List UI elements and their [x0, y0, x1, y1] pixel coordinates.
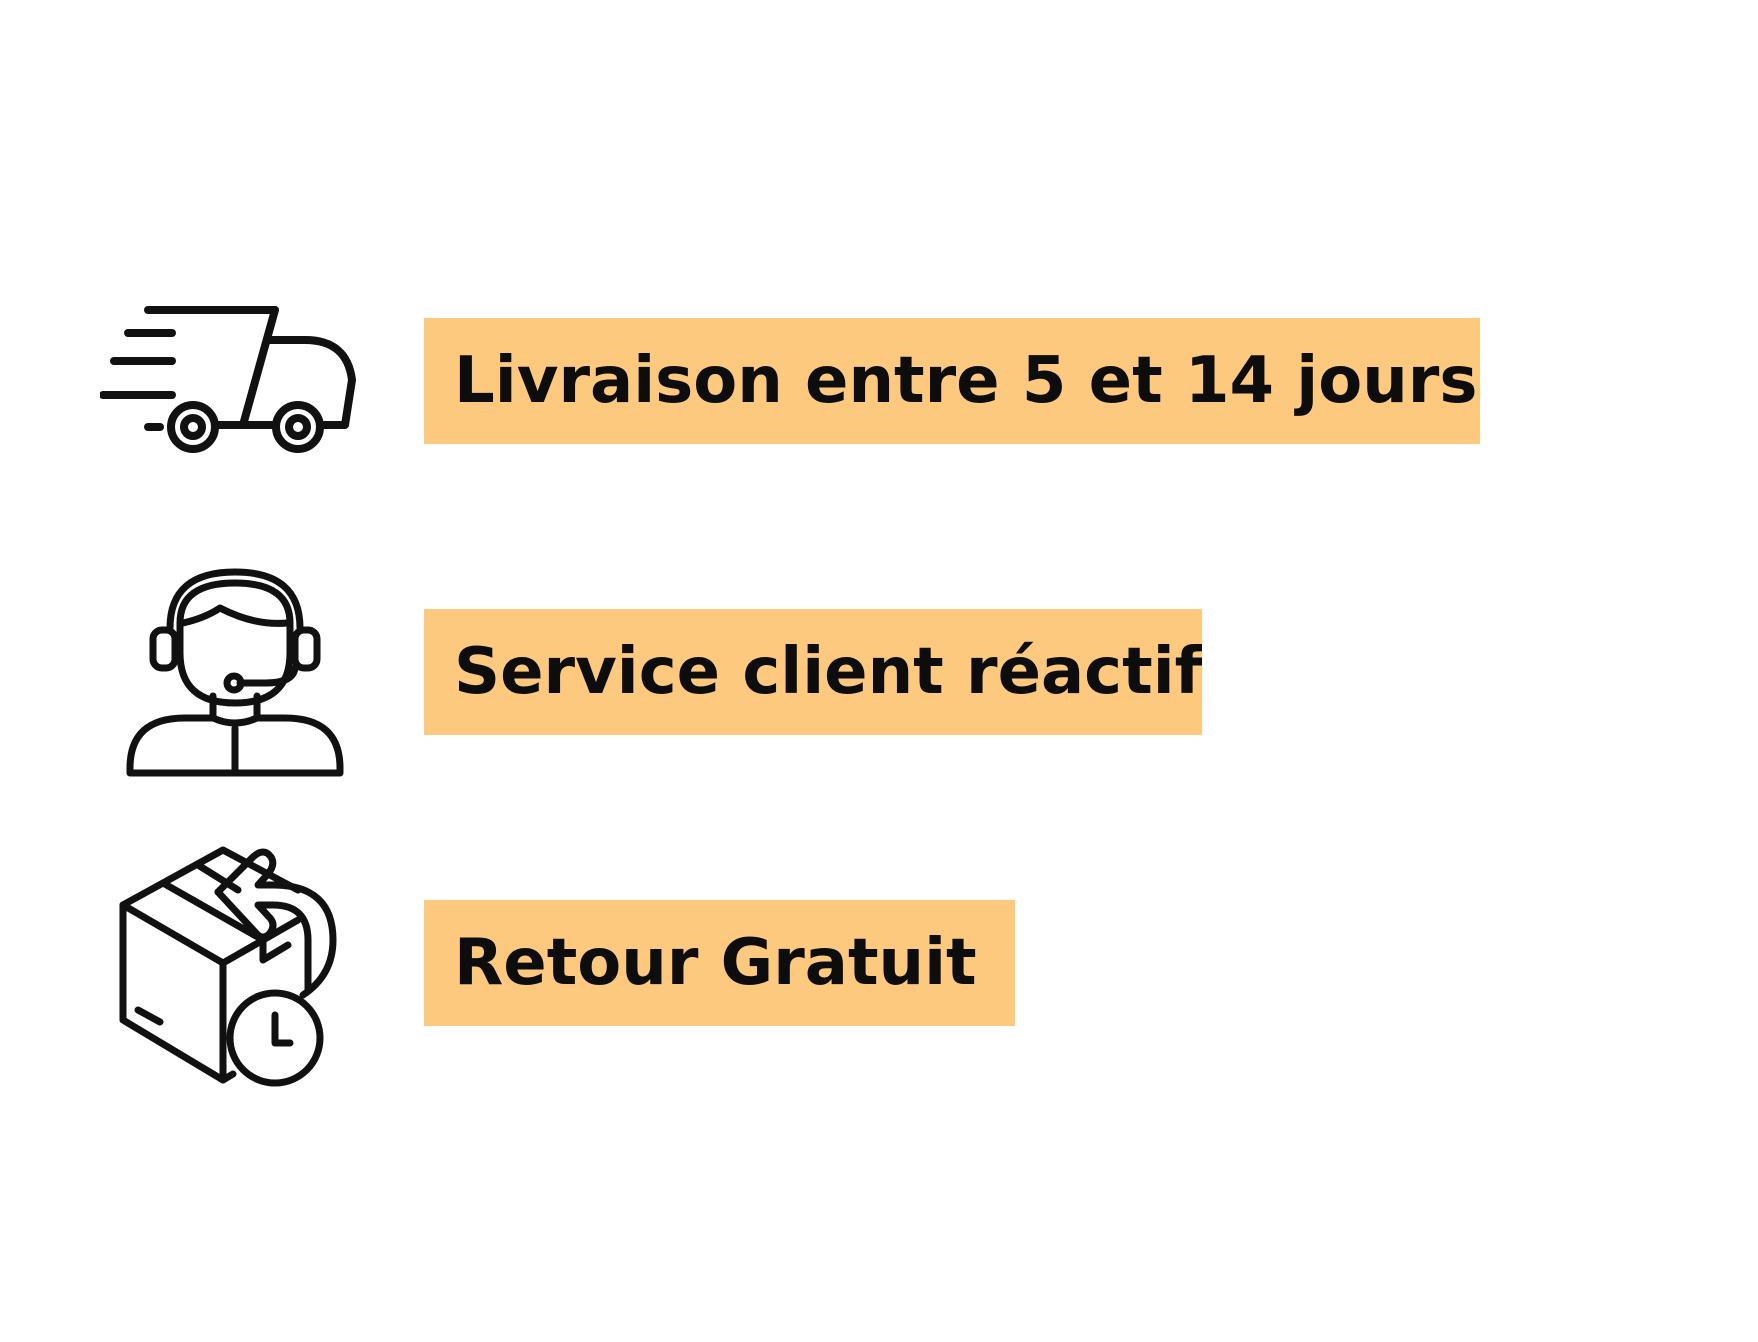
feature-label-service: Service client réactif [424, 609, 1202, 735]
delivery-truck-icon [100, 300, 360, 470]
feature-text-service: Service client réactif [454, 635, 1202, 709]
feature-label-delivery: Livraison entre 5 et 14 jours [424, 318, 1480, 444]
return-box-icon [118, 845, 363, 1095]
feature-text-delivery: Livraison entre 5 et 14 jours [454, 344, 1478, 418]
feature-text-return: Retour Gratuit [454, 926, 977, 1000]
customer-service-icon [125, 568, 345, 778]
feature-label-return: Retour Gratuit [424, 900, 1015, 1026]
